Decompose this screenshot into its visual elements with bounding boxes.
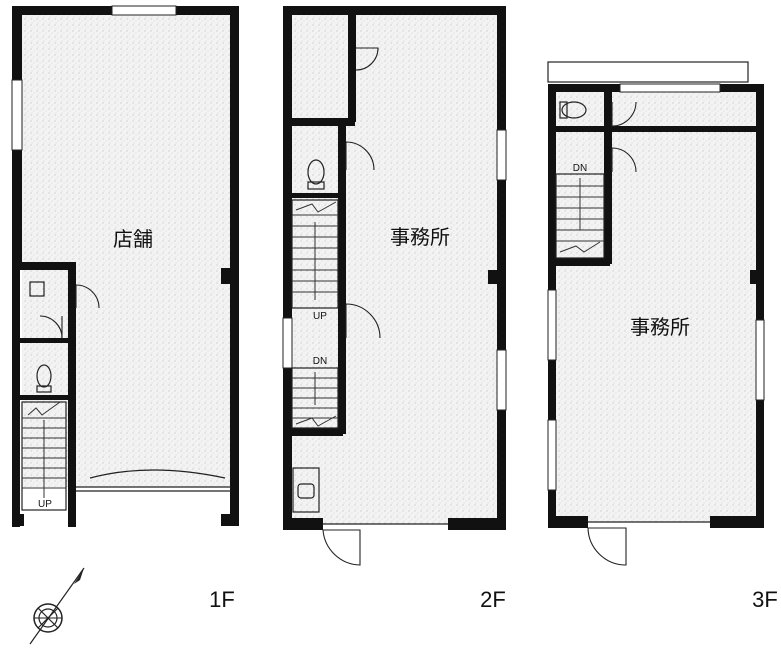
window-1f-left: [11, 79, 23, 151]
door-1f-wc: [75, 284, 100, 309]
stair-3f-down: [555, 173, 605, 259]
stair-down-label-3f: DN: [573, 163, 587, 174]
wall-2f-left: [283, 6, 292, 530]
stair-up-label-2f: UP: [313, 311, 327, 322]
wall-3f-right: [756, 84, 764, 528]
wall-2f-wc-bottom: [283, 193, 343, 198]
door-2f-wc: [345, 141, 375, 171]
office-3f-floor-area: [556, 92, 764, 522]
door-2f-stair: [345, 303, 381, 339]
wall-3f-core-bottom: [548, 258, 610, 266]
wall-3f-pillar: [750, 270, 760, 284]
room-label-office-3f: 事務所: [630, 316, 690, 339]
floor-2f: UP DN 事務所 2F: [282, 6, 507, 612]
balcony-3f: [547, 61, 749, 83]
toilet-2f: [307, 159, 325, 185]
wall-2f-bottom-left: [283, 518, 323, 530]
wall-1f-wc-top: [12, 262, 76, 270]
window-3f-left-upper: [547, 289, 557, 361]
sink-1f: [29, 281, 45, 297]
window-2f-right-upper: [496, 129, 507, 181]
toilet-3f: [561, 101, 587, 119]
office-2f-floor-area: [292, 12, 500, 524]
shop-curve: [89, 469, 226, 479]
room-label-shop: 店舗: [113, 228, 153, 251]
wall-1f-left-lower: [12, 262, 20, 527]
wall-2f-core-right: [338, 118, 346, 434]
wall-3f-bottom-left: [548, 516, 588, 528]
window-3f-top: [619, 83, 721, 93]
wall-1f-stair-top: [12, 395, 72, 400]
stair-1f: [21, 401, 67, 511]
toilet-1f: [36, 364, 52, 388]
window-2f-right-lower: [496, 349, 507, 411]
wall-1f-pillar: [221, 268, 231, 284]
wall-1f-partition: [68, 262, 76, 527]
door-3f-wc: [611, 101, 637, 127]
wall-3f-core-right: [604, 84, 612, 264]
floor-1f: 店舗 UP 1F: [11, 5, 239, 612]
wall-1f-corner-bl: [12, 514, 24, 526]
wall-1f-corner-br: [221, 514, 239, 526]
door-2f-entrance: [322, 529, 361, 566]
stair-down-label-2f: DN: [313, 356, 327, 367]
north-arrow-compass-icon: [29, 567, 85, 645]
stair-2f-up: [291, 199, 339, 309]
wall-1f-wc-divider: [12, 338, 72, 343]
window-3f-right: [755, 319, 765, 401]
wall-2f-storage: [348, 10, 356, 122]
wall-3f-bottom-right: [710, 516, 764, 528]
wall-1f-right: [230, 6, 239, 526]
door-1f-inner: [39, 315, 63, 339]
sink-2f: [297, 483, 315, 499]
kitchen-2f: [292, 467, 320, 513]
wall-3f-wc-bottom: [548, 126, 764, 132]
wall-2f-right: [497, 6, 506, 530]
door-2f-storage: [355, 47, 379, 71]
stair-2f-down: [291, 367, 339, 429]
stair-up-label-1f: UP: [38, 499, 52, 510]
wall-2f-core-bottom: [283, 428, 343, 436]
window-1f-top: [111, 5, 177, 16]
wall-2f-top: [283, 6, 505, 15]
floor-label-1f: 1F: [209, 587, 235, 612]
floor-label-3f: 3F: [752, 587, 778, 612]
wall-2f-pillar: [488, 270, 498, 284]
floor-3f: DN 事務所 3F: [547, 61, 778, 612]
window-3f-left-lower: [547, 419, 557, 491]
wall-2f-bottom-right: [448, 518, 506, 530]
room-label-office-2f: 事務所: [390, 226, 450, 249]
window-2f-left: [282, 317, 293, 369]
wall-2f-storage-bottom: [283, 118, 355, 126]
floor-label-2f: 2F: [480, 587, 506, 612]
door-3f-stair: [611, 147, 637, 173]
door-3f-entrance: [587, 527, 627, 566]
